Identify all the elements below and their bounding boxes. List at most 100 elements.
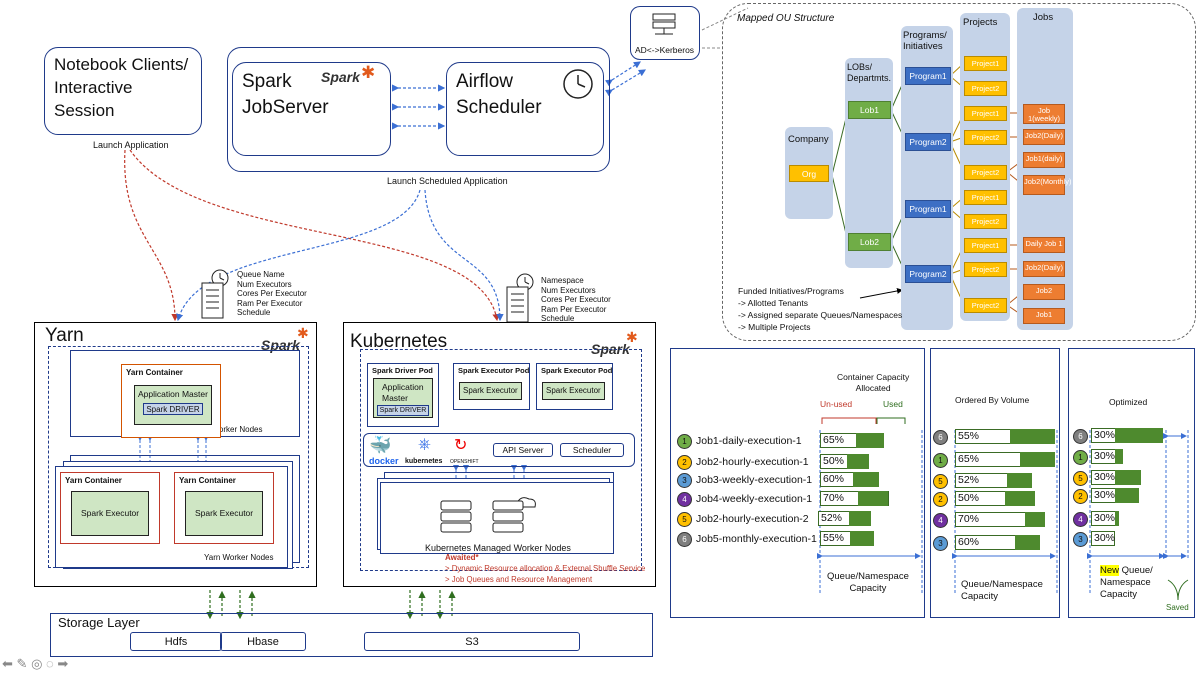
- used-fill: [850, 531, 874, 546]
- forward-arrow-icon[interactable]: ➡: [57, 656, 69, 671]
- job-label: Job1-daily-execution-1: [696, 435, 802, 447]
- project-node: Project1: [964, 106, 1007, 121]
- server-icon: [440, 500, 472, 533]
- used-fill: [1115, 470, 1141, 485]
- optimized-title: Optimized: [1109, 397, 1148, 407]
- spark-star-icon: ✱: [361, 63, 376, 82]
- app-master-box: Application Master Spark DRIVER: [134, 385, 212, 425]
- job-node: Job2(Monthly): [1023, 175, 1072, 195]
- spark-driver-pod: Spark Driver Pod Application Master Spar…: [367, 363, 439, 427]
- spark-executor-box: Spark Executor: [542, 382, 605, 400]
- project-node: Project2: [964, 298, 1007, 313]
- spark-executor-pod-1: Spark Executor Pod Spark Executor: [453, 363, 530, 410]
- k8s-document-icon: [506, 273, 534, 323]
- app-master-line2: Master: [382, 393, 408, 403]
- back-arrow-icon[interactable]: ⬅: [2, 656, 13, 671]
- k8s-app-master: Application Master Spark DRIVER: [373, 378, 433, 418]
- k8s-managed-label: Kubernetes Managed Worker Nodes: [425, 543, 571, 553]
- project-node: Project2: [964, 130, 1007, 145]
- awaited-label: Awaited*: [445, 553, 479, 562]
- executor-pod-label: Spark Executor Pod: [541, 366, 613, 375]
- ad-kerberos-box: AD<->Kerberos: [630, 6, 700, 60]
- spark-executor-pod-2: Spark Executor Pod Spark Executor: [536, 363, 613, 410]
- yarn-panel: Yarn Spark ✱: [34, 322, 317, 587]
- app-master-label: Application Master: [138, 389, 208, 399]
- used-fill: [1007, 473, 1032, 488]
- spark-executor-label: Spark Executor: [81, 508, 140, 518]
- job-number-badge: 2: [677, 455, 692, 470]
- docker-label: docker: [369, 456, 399, 466]
- airflow-line1: Airflow: [456, 71, 514, 92]
- jobs-label: Jobs: [1033, 12, 1054, 23]
- yarn-container-label: Yarn Container: [179, 476, 236, 485]
- used-fill: [858, 491, 888, 506]
- project-node: Project2: [964, 262, 1007, 277]
- job-number-badge: 3: [933, 536, 948, 551]
- yarn-container-top: Yarn Container Application Master Spark …: [121, 364, 221, 438]
- storage-title: Storage Layer: [58, 615, 140, 630]
- program-node: Program1: [905, 67, 951, 85]
- docker-icon: 🐳: [369, 435, 392, 455]
- pen-icon[interactable]: ✎: [16, 656, 28, 671]
- job-number-badge: 3: [1073, 532, 1088, 547]
- jobserver-line2: JobServer: [242, 97, 329, 118]
- job-number-badge: 6: [1073, 429, 1088, 444]
- spark-executor-label: Spark Executor: [195, 508, 254, 518]
- job-node: Job2: [1023, 284, 1065, 300]
- yarn-container-label: Yarn Container: [65, 476, 122, 485]
- capacity-bar: 70%: [955, 512, 1045, 527]
- used-fill: [1025, 512, 1045, 527]
- spark-star-icon: ✱: [626, 329, 638, 345]
- hbase-box: Hbase: [220, 632, 306, 651]
- job-number-badge: 4: [1073, 512, 1088, 527]
- ou-title: Mapped OU Structure: [737, 13, 835, 24]
- yarn-document-icon: [201, 269, 229, 319]
- program-node: Program2: [905, 265, 951, 283]
- org-node: Org: [789, 165, 829, 182]
- job-number-badge: 3: [677, 473, 692, 488]
- job-number-badge: 2: [933, 492, 948, 507]
- funded-notes: Funded Initiatives/Programs-> Allotted T…: [738, 286, 903, 332]
- launch-application-label: Launch Application: [93, 140, 169, 150]
- job-number-badge: 6: [677, 532, 692, 547]
- spark-executor-label: Spark Executor: [546, 386, 601, 395]
- spark-star-icon: ✱: [297, 325, 309, 341]
- job-number-badge: 5: [1073, 471, 1088, 486]
- used-fill: [1115, 428, 1163, 443]
- used-fill: [1005, 491, 1035, 506]
- api-server: API Server: [493, 443, 553, 457]
- kubernetes-title: Kubernetes: [350, 331, 448, 352]
- k8s-scheduler: Scheduler: [560, 443, 624, 457]
- slide-nav-toolbar[interactable]: ⬅ ✎ ◎ ◌ ➡: [2, 656, 68, 672]
- project-node: Project1: [964, 238, 1007, 253]
- job-number-badge: 6: [933, 430, 948, 445]
- k8s-cluster-dashed: [360, 349, 642, 571]
- job-number-badge: 1: [1073, 450, 1088, 465]
- jobserver-line1: Spark: [242, 71, 292, 92]
- lob-node: Lob2: [848, 233, 891, 251]
- used-fill: [856, 433, 884, 448]
- job-node: Job1(daily): [1023, 152, 1065, 168]
- ad-kerberos-label: AD<->Kerberos: [635, 45, 695, 55]
- job-number-badge: 2: [1073, 489, 1088, 504]
- new-highlight: New: [1100, 565, 1120, 576]
- lob-label: LOBs/Departmts.: [847, 62, 892, 83]
- project-node: Project1: [964, 190, 1007, 205]
- used-fill: [847, 454, 869, 469]
- spark-executor-box: Spark Executor: [185, 491, 263, 536]
- spark-executor-box: Spark Executor: [459, 382, 522, 400]
- kubernetes-label: kubernetes: [405, 458, 443, 465]
- used-fill: [1015, 535, 1040, 550]
- slides-icon[interactable]: ◎: [31, 656, 43, 671]
- programs-column: Programs/Initiatives Program1 Program2 P…: [901, 26, 953, 330]
- unused-label: Un-used: [820, 399, 853, 409]
- yarn-container-left: Yarn Container Spark Executor: [60, 472, 160, 544]
- s3-box: S3: [364, 632, 580, 651]
- job-number-badge: 4: [677, 492, 692, 507]
- more-icon[interactable]: ◌: [46, 656, 54, 671]
